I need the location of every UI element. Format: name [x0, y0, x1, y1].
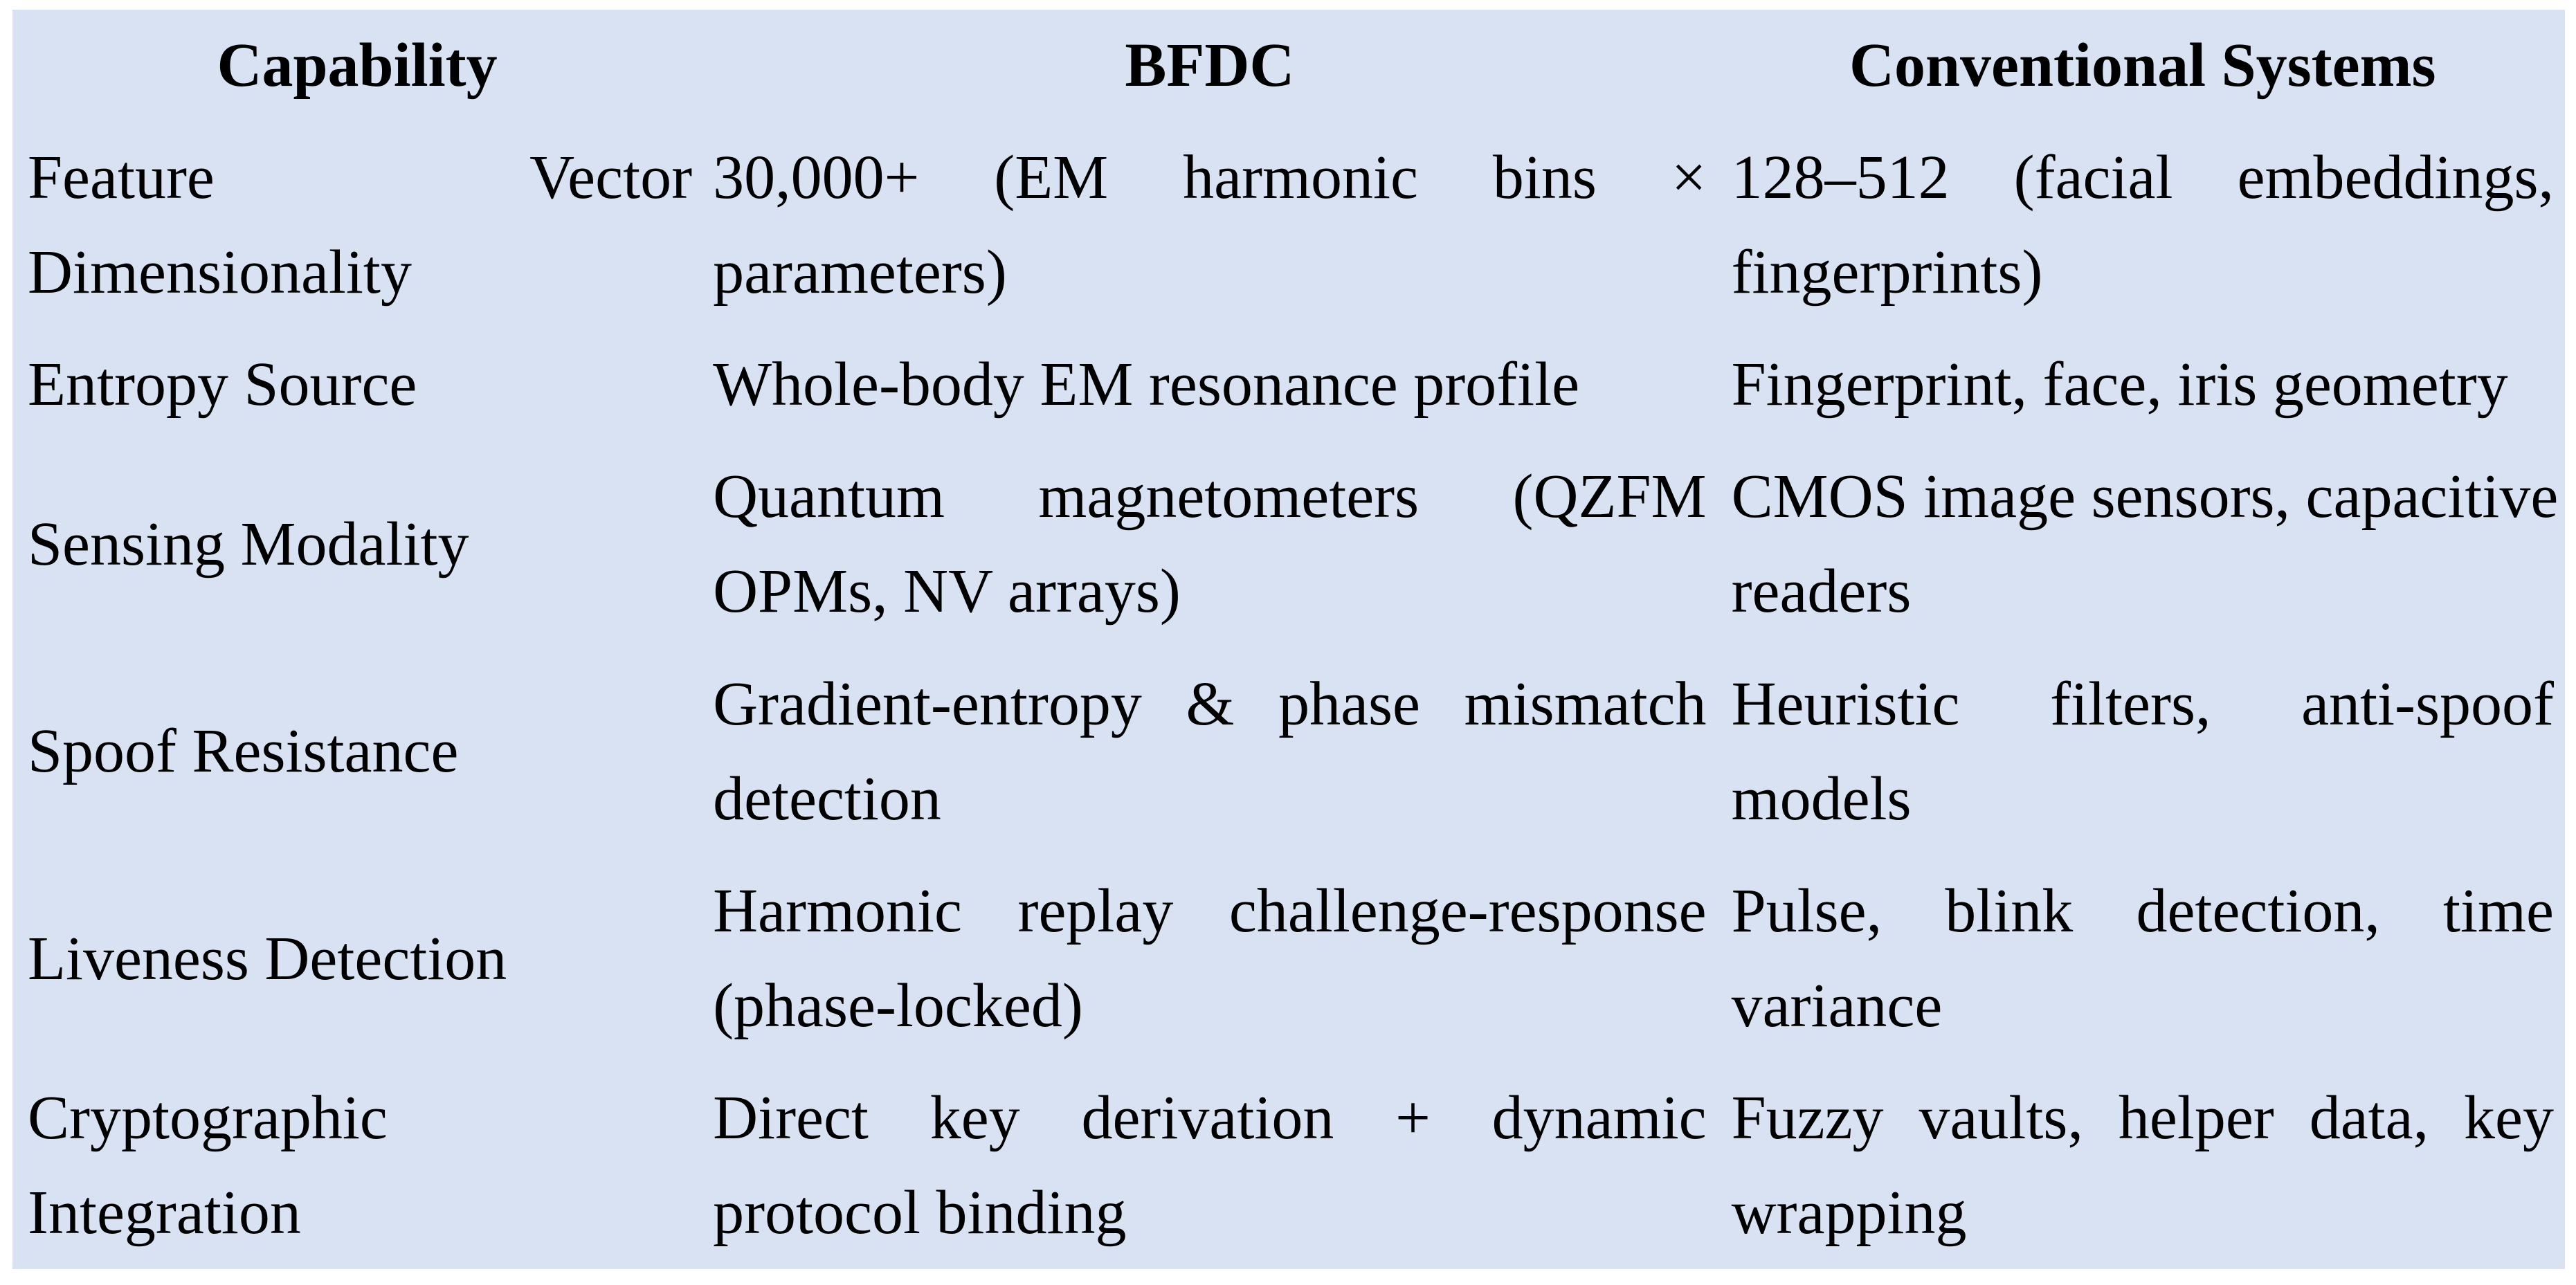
header-bfdc: BFDC — [1125, 31, 1295, 100]
cell-line: detection — [713, 764, 941, 833]
cell-line: Quantum magnetometers (QZFM — [713, 462, 1707, 531]
table-row-sensing-modality: Sensing Modality Quantum magnetometers (… — [12, 441, 2565, 648]
cell-line: Direct key derivation + dynamic — [713, 1084, 1707, 1153]
cell-capability: Sensing Modality — [12, 441, 699, 648]
table-row-cryptographic-integration: Cryptographic Integration Direct key der… — [12, 1062, 2565, 1269]
cell-line: models — [1731, 764, 1912, 833]
cell-line: wrapping — [1731, 1178, 1967, 1248]
cell-capability: Entropy Source — [12, 329, 699, 441]
cell-line: Pulse, blink detection, time — [1731, 877, 2554, 945]
cell-line: 128–512 (facial embeddings, — [1731, 143, 2554, 212]
cell-line: Dimensionality — [28, 238, 412, 307]
cell-bfdc: Quantum magnetometers (QZFM OPMs, NV arr… — [699, 441, 1718, 648]
cell-line: Entropy Source — [28, 350, 417, 419]
cell-line: variance — [1731, 972, 1943, 1040]
cell-capability: Liveness Detection — [12, 855, 699, 1061]
cell-line: fingerprints) — [1731, 238, 2043, 307]
cell-capability: Feature Vector Dimensionality — [12, 122, 699, 329]
cell-line: (phase-locked) — [713, 972, 1083, 1040]
header-conventional-systems: Conventional Systems — [1849, 31, 2436, 100]
cell-line: parameters) — [713, 238, 1007, 307]
cell-line: protocol binding — [713, 1178, 1127, 1248]
table-row-spoof-resistance: Spoof Resistance Gradient-entropy & phas… — [12, 648, 2565, 855]
cell-line: Harmonic replay challenge-response — [713, 877, 1707, 945]
cell-line: Gradient-entropy & phase mismatch — [713, 669, 1707, 738]
header-capability: Capability — [217, 31, 498, 100]
cell-conventional: 128–512 (facial embeddings, fingerprints… — [1718, 122, 2565, 329]
table-row-entropy-source: Entropy Source Whole-body EM resonance p… — [12, 329, 2565, 441]
cell-bfdc: Gradient-entropy & phase mismatch detect… — [699, 648, 1718, 855]
cell-conventional: Fingerprint, face, iris geometry — [1718, 329, 2565, 441]
cell-line: Fuzzy vaults, helper data, key — [1731, 1084, 2554, 1153]
cell-bfdc: 30,000+ (EM harmonic bins × parameters) — [699, 122, 1718, 329]
cell-line: Heuristic filters, anti-spoof — [1731, 669, 2554, 738]
cell-line: Feature Vector — [28, 143, 693, 212]
cell-line: readers — [1731, 557, 1912, 626]
cell-conventional: CMOS image sensors, capacitive readers — [1718, 441, 2565, 648]
cell-line: Sensing Modality — [28, 509, 469, 578]
cell-line: Fingerprint, face, iris geometry — [1731, 350, 2508, 419]
cell-line: Whole-body EM resonance profile — [713, 350, 1580, 419]
cell-line: Integration — [28, 1178, 301, 1248]
cell-bfdc: Whole-body EM resonance profile — [699, 329, 1718, 441]
header-row: Capability BFDC Conventional Systems — [12, 10, 2565, 122]
cell-line: Spoof Resistance — [28, 717, 459, 786]
table-row-liveness-detection: Liveness Detection Harmonic replay chall… — [12, 855, 2565, 1061]
cell-bfdc: Harmonic replay challenge-response (phas… — [699, 855, 1718, 1061]
cell-conventional: Pulse, blink detection, time variance — [1718, 855, 2565, 1061]
cell-line: Liveness Detection — [28, 924, 507, 993]
cell-line: Cryptographic — [28, 1084, 388, 1153]
cell-line: OPMs, NV arrays) — [713, 557, 1181, 626]
comparison-table-block: Capability BFDC Conventional Systems Fea… — [12, 10, 2565, 1269]
capability-comparison-table: Capability BFDC Conventional Systems Fea… — [12, 10, 2565, 1269]
cell-conventional: Heuristic filters, anti-spoof models — [1718, 648, 2565, 855]
table-row-feature-vector-dimensionality: Feature Vector Dimensionality 30,000+ (E… — [12, 122, 2565, 329]
cell-capability: Spoof Resistance — [12, 648, 699, 855]
cell-capability: Cryptographic Integration — [12, 1062, 699, 1269]
cell-line: CMOS image sensors, capacitive — [1731, 462, 2559, 531]
cell-bfdc: Direct key derivation + dynamic protocol… — [699, 1062, 1718, 1269]
cell-conventional: Fuzzy vaults, helper data, key wrapping — [1718, 1062, 2565, 1269]
cell-line: 30,000+ (EM harmonic bins × — [713, 143, 1707, 212]
